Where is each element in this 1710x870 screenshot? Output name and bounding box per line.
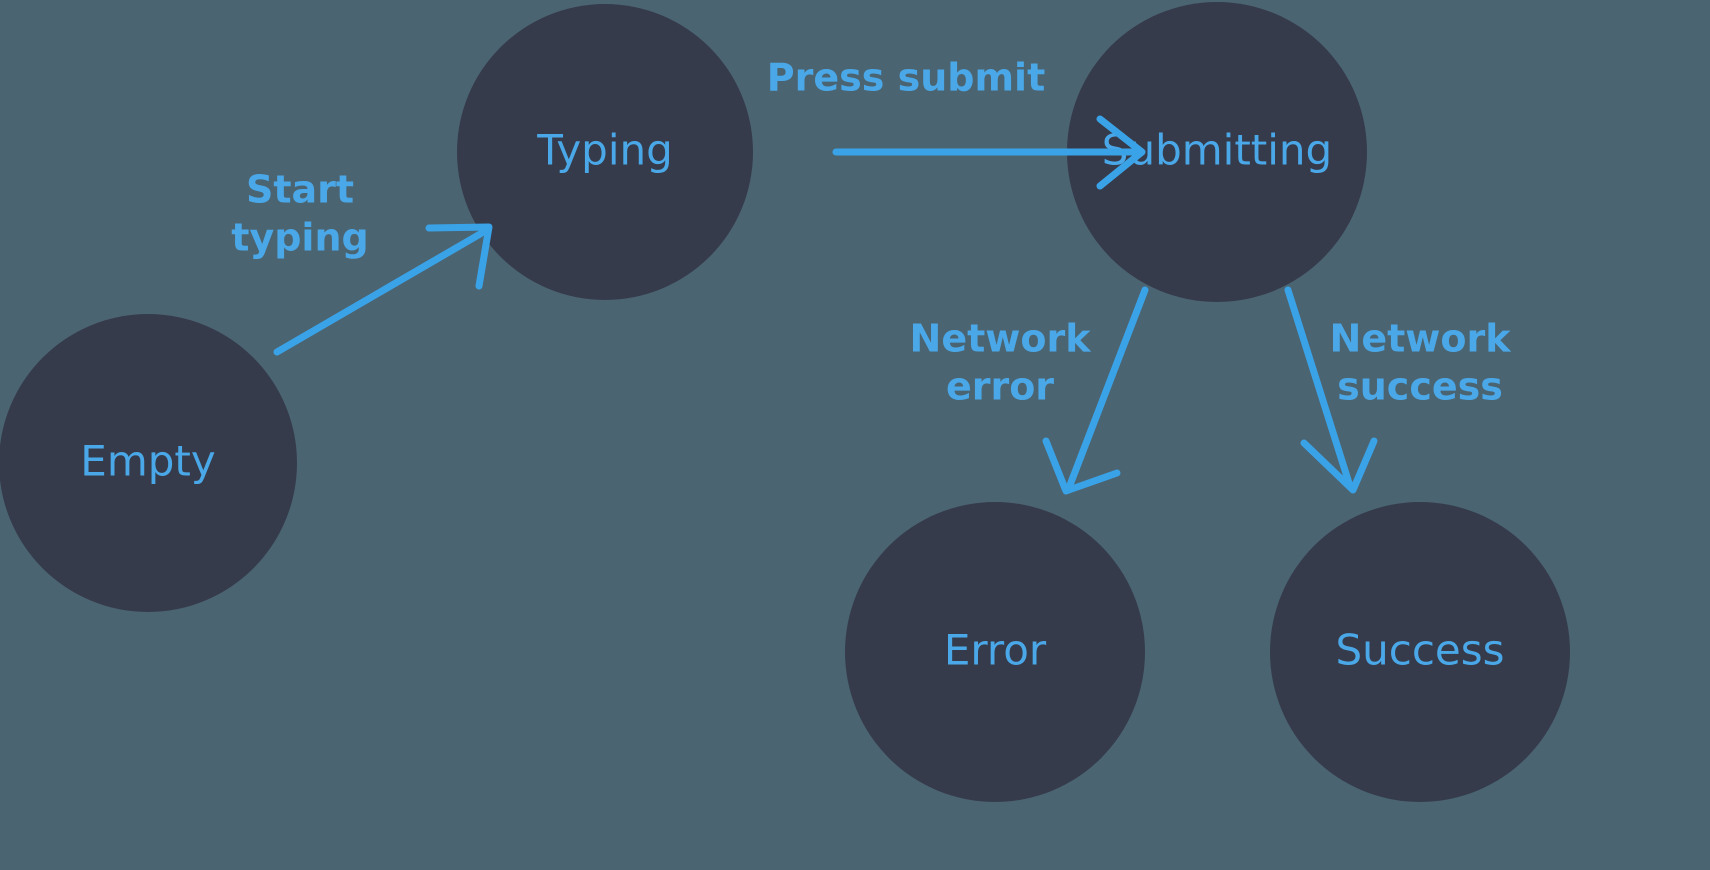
- state-circle-typing[interactable]: [457, 4, 753, 300]
- state-circle-empty[interactable]: [0, 314, 297, 612]
- state-circle-submitting[interactable]: [1067, 2, 1367, 302]
- transition-network-success[interactable]: Network success: [1284, 286, 1512, 494]
- transition-label-network-success-line2: success: [1337, 365, 1503, 409]
- state-circle-error[interactable]: [845, 502, 1145, 802]
- transition-start-typing[interactable]: Start typing: [231, 168, 493, 356]
- state-label-success: Success: [1335, 626, 1504, 675]
- transition-label-press-submit: Press submit: [767, 56, 1046, 100]
- arrowhead-network-success: [1300, 437, 1378, 494]
- transition-label-network-success-line1: Network: [1330, 317, 1512, 361]
- transition-line-start-typing: [273, 226, 491, 356]
- transition-line-network-error: [1066, 286, 1149, 489]
- transition-label-network-error-line2: error: [946, 365, 1054, 409]
- transition-label-start-typing-line1: Start: [246, 168, 354, 212]
- state-node-success[interactable]: Success: [1270, 502, 1570, 802]
- transition-label-start-typing-line2: typing: [231, 216, 368, 260]
- transition-network-error[interactable]: Network error: [910, 286, 1149, 495]
- state-circle-success[interactable]: [1270, 502, 1570, 802]
- state-node-empty[interactable]: Empty: [0, 314, 297, 612]
- state-label-empty: Empty: [80, 437, 215, 486]
- transition-press-submit[interactable]: Press submit: [767, 56, 1146, 190]
- state-label-typing: Typing: [536, 126, 673, 175]
- arrowhead-press-submit: [1096, 115, 1146, 190]
- arrowhead-network-error: [1042, 437, 1121, 495]
- state-node-error[interactable]: Error: [845, 502, 1145, 802]
- transition-line-network-success: [1284, 286, 1353, 487]
- transition-label-network-error-line1: Network: [910, 317, 1092, 361]
- state-node-typing[interactable]: Typing: [457, 4, 753, 300]
- arrowhead-start-typing: [425, 223, 493, 290]
- state-label-error: Error: [944, 626, 1047, 675]
